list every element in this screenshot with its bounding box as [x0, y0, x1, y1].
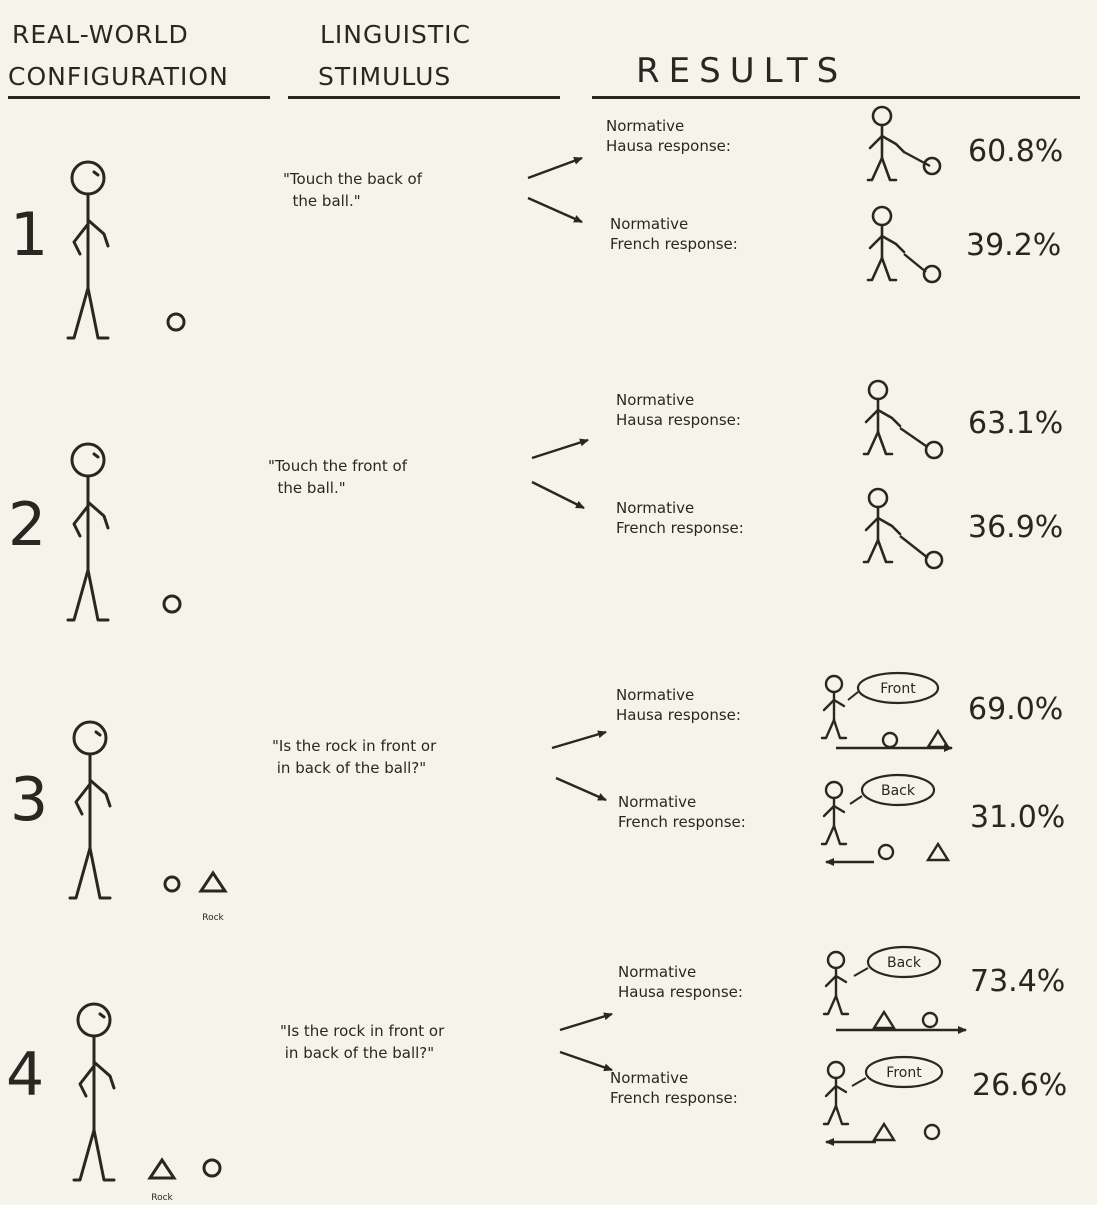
row-4-stimulus: "Is the rock in front or in back of the …: [280, 1022, 445, 1062]
row-4-hausa-pct: 73.4%: [970, 964, 1066, 999]
row-3-french-pct: 31.0%: [970, 800, 1066, 835]
header-config-line2: CONFIGURATION: [8, 62, 229, 91]
speech-bubble: [866, 945, 942, 979]
speech-bubble: [864, 1055, 944, 1089]
rock-icon: [871, 1009, 897, 1030]
row-2-french-pct: 36.9%: [968, 510, 1064, 545]
row-1-hausa-pct: 60.8%: [968, 134, 1064, 169]
row-1-french-figure: [866, 205, 942, 284]
row-2-hausa-pct: 63.1%: [968, 406, 1064, 441]
row-3-configuration: Rock: [68, 720, 228, 923]
row-4-hausa-label: Normative Hausa response:: [618, 963, 743, 1001]
row-4-hausa-figure: Back: [822, 945, 967, 1034]
row-3-french-label: Normative French response:: [618, 793, 746, 831]
row-4-french-pct: 26.6%: [972, 1068, 1068, 1103]
ball-icon: [202, 1158, 222, 1178]
header-config-rule: [8, 96, 270, 99]
header-config-line1: REAL-WORLD: [12, 20, 189, 49]
row-2-configuration: [66, 442, 182, 622]
row-1-hausa-label: Normative Hausa response:: [606, 117, 731, 155]
row-3-hausa-label: Normative Hausa response:: [616, 686, 741, 724]
header-results-rule: [592, 96, 1080, 99]
row-4-french-label: Normative French response:: [610, 1069, 738, 1107]
ball-icon: [922, 264, 942, 284]
row-2-stimulus: "Touch the front of the ball.": [268, 457, 408, 497]
ball-icon: [881, 731, 899, 749]
row-2-hausa-label: Normative Hausa response:: [616, 391, 741, 429]
ball-icon: [921, 1011, 939, 1029]
header-stimulus-line1: LINGUISTIC: [320, 20, 472, 49]
row-4-french-bubble: Front: [886, 1065, 922, 1081]
rock-icon: [925, 841, 951, 862]
row-4-number: 4: [6, 1040, 45, 1110]
row-3-rock-label: Rock: [202, 913, 224, 923]
row-1-stimulus: "Touch the back of the ball.": [283, 170, 422, 210]
ball-icon: [922, 156, 942, 176]
row-1-arrows: [527, 156, 583, 224]
row-3-hausa-figure: Front: [820, 671, 953, 752]
rock-icon: [198, 870, 228, 893]
ball-icon: [924, 550, 944, 570]
row-4-arrows: [559, 1012, 613, 1072]
ball-icon: [877, 843, 895, 861]
row-4-hausa-bubble: Back: [887, 955, 922, 971]
header-stimulus-rule: [288, 96, 560, 99]
speech-bubble: [856, 671, 940, 705]
ball-icon: [163, 875, 181, 893]
speech-bubble: [860, 773, 936, 807]
ball-icon: [162, 594, 182, 614]
row-2-hausa-figure: [862, 379, 944, 460]
ball-icon: [924, 440, 944, 460]
row-4-rock-label: Rock: [151, 1193, 173, 1203]
row-2-french-figure: [862, 487, 944, 570]
row-3-stimulus: "Is the rock in front or in back of the …: [272, 737, 437, 777]
row-1-hausa-figure: [866, 105, 942, 182]
row-4-french-figure: Front: [822, 1055, 944, 1146]
row-2-number: 2: [8, 490, 47, 560]
row-1-configuration: [66, 160, 186, 340]
rock-icon: [925, 728, 951, 749]
header-results: RESULTS: [636, 51, 848, 91]
header-stimulus-line2: STIMULUS: [318, 62, 452, 91]
row-3-hausa-pct: 69.0%: [968, 692, 1064, 727]
row-1-number: 1: [10, 200, 49, 270]
row-3-arrows: [551, 730, 607, 802]
row-3-hausa-bubble: Front: [880, 681, 916, 697]
row-2-arrows: [531, 438, 589, 510]
rock-icon: [147, 1157, 177, 1180]
row-2-french-label: Normative French response:: [616, 499, 744, 537]
row-3-number: 3: [10, 765, 49, 835]
ball-icon: [166, 312, 186, 332]
row-4-configuration: Rock: [72, 1002, 222, 1203]
ball-icon: [923, 1123, 941, 1141]
row-1-french-pct: 39.2%: [966, 228, 1062, 263]
row-1-french-label: Normative French response:: [610, 215, 738, 253]
row-3-french-bubble: Back: [881, 783, 916, 799]
row-3-french-figure: Back: [820, 773, 951, 866]
rock-icon: [871, 1121, 897, 1142]
